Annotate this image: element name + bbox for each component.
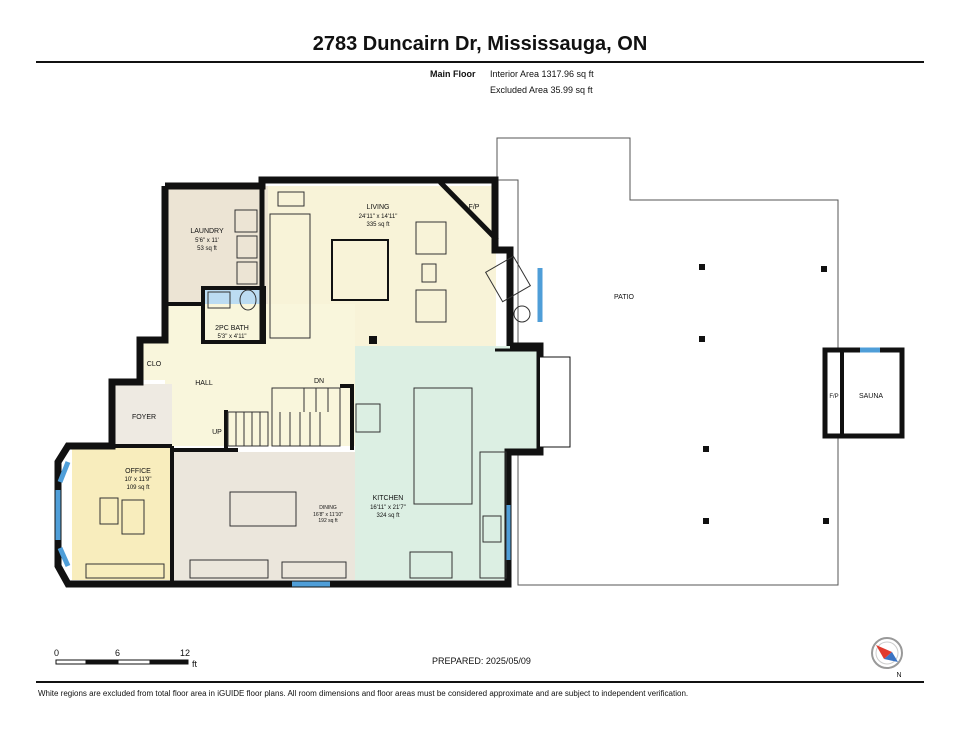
laundry-sink [234, 209, 258, 233]
armchair-1 [415, 221, 447, 255]
toilet [239, 289, 257, 311]
compass-icon [871, 637, 903, 669]
living-name: LIVING [367, 204, 390, 211]
stairs-up-label: UP [212, 429, 222, 436]
dining-dims: 16'8" x 11'10" [313, 512, 343, 518]
excluded-area: Excluded Area 35.99 sq ft [490, 85, 593, 95]
dining-area: 192 sq ft [318, 518, 338, 524]
living-area: 335 sq ft [366, 222, 389, 228]
patio-posts [699, 264, 829, 524]
compass-label: N [896, 672, 901, 679]
office-cabinet [85, 563, 165, 579]
dryer [236, 261, 258, 285]
office-area: 109 sq ft [126, 485, 149, 491]
scale-bar [55, 659, 189, 665]
armchair-2 [415, 289, 447, 323]
disclaimer: White regions are excluded from total fl… [38, 689, 689, 698]
scale-tick-12: 12 [180, 648, 191, 658]
scale-tick-0: 0 [54, 648, 60, 658]
office-chair [121, 499, 145, 535]
scale-unit: ft [192, 659, 198, 669]
bath-name: 2PC BATH [215, 325, 249, 332]
office-desk [99, 497, 119, 525]
dining-name: DINING [319, 505, 337, 511]
fireplace-wall [438, 180, 499, 242]
office-window-lower [57, 546, 71, 568]
dining-buffet [189, 559, 269, 579]
plant [513, 305, 531, 323]
closet-fill [140, 340, 168, 380]
footer-rule [36, 681, 924, 683]
laundry-name: LAUNDRY [190, 228, 224, 235]
dining-table [229, 491, 297, 527]
stove [409, 551, 453, 579]
office-dims: 10' x 11'9" [125, 477, 152, 483]
fireplace-label: F/P [469, 204, 480, 211]
kitchen-sink [482, 515, 502, 543]
armchair-3 [484, 255, 532, 303]
sofa [269, 213, 311, 339]
bath-sink [207, 291, 231, 309]
stair-wall [340, 384, 354, 450]
kitchen-name: KITCHEN [373, 495, 404, 502]
patio-label: PATIO [614, 294, 635, 301]
end-table [421, 263, 437, 283]
kitchen-cabinet [355, 403, 381, 433]
floor-label: Main Floor [430, 69, 476, 79]
kitchen-island [413, 387, 473, 505]
stairs-down-label: DN [314, 378, 324, 385]
office-window-upper [57, 461, 71, 483]
kitchen-counter [479, 451, 507, 579]
bath-walls [201, 286, 266, 344]
side-table [277, 191, 305, 207]
header-rule [36, 61, 924, 63]
hall-label: HALL [195, 380, 213, 387]
plan-title: 2783 Duncairn Dr, Mississauga, ON [312, 33, 648, 55]
washer [236, 235, 258, 259]
living-column [369, 336, 377, 344]
interior-area: Interior Area 1317.96 sq ft [490, 69, 594, 79]
laundry-dims: 5'6" x 11' [195, 238, 219, 244]
sauna-fp-label: F/P [829, 394, 838, 400]
sauna-label: SAUNA [859, 393, 883, 400]
coffee-table [331, 239, 389, 301]
laundry-area: 53 sq ft [197, 246, 217, 252]
kitchen-room-fill [355, 346, 540, 580]
dining-sideboard [281, 561, 347, 579]
foyer-fill [112, 384, 172, 444]
scale-tick-6: 6 [115, 648, 121, 658]
kitchen-dims: 16'11" x 21'7" [370, 505, 406, 511]
patio-outline [496, 137, 839, 586]
bay-window [540, 356, 571, 448]
prepared-date: PREPARED: 2025/05/09 [432, 656, 531, 666]
foyer-label: FOYER [132, 414, 156, 421]
staircase [227, 387, 341, 447]
living-dims: 24'11" x 14'11" [359, 214, 398, 220]
dining-room-fill [174, 452, 356, 580]
office-name: OFFICE [125, 468, 151, 475]
closet-label: CLO [147, 361, 162, 368]
bath-dims: 5'3" x 4'11" [217, 334, 246, 340]
kitchen-area: 324 sq ft [376, 513, 399, 519]
